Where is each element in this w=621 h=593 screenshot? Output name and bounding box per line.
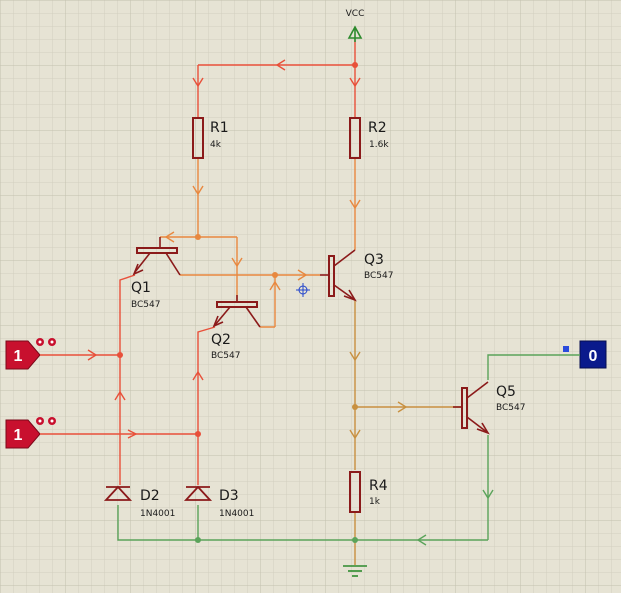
wires [64, 40, 560, 565]
junctions [117, 62, 358, 543]
diode-d3[interactable] [183, 485, 213, 501]
r4-ref: R4 [369, 478, 388, 494]
vcc-label: VCC [346, 9, 365, 19]
input-a-value: 1 [14, 348, 23, 365]
d3-model: 1N4001 [219, 509, 254, 519]
current-arrows [87, 59, 494, 546]
d3-ref: D3 [219, 488, 239, 504]
transistor-q5[interactable] [453, 381, 490, 435]
transistor-q3[interactable] [320, 249, 357, 302]
logic-input-b[interactable]: 1 [5, 417, 64, 449]
resistor-r2[interactable]: R2 1.6k [349, 117, 389, 159]
q1-model: BC547 [131, 300, 160, 310]
crosshair-cursor-icon [296, 283, 310, 297]
transistor-q1[interactable] [132, 237, 181, 276]
r2-ref: R2 [368, 120, 387, 136]
input-b-value: 1 [14, 427, 23, 444]
q1-ref: Q1 [131, 280, 151, 296]
r1-value: 4k [210, 140, 222, 150]
r1-ref: R1 [210, 120, 229, 136]
q5-ref: Q5 [496, 384, 516, 400]
q3-model: BC547 [364, 271, 393, 281]
q2-ref: Q2 [211, 332, 231, 348]
vcc-terminal[interactable]: VCC [346, 9, 365, 42]
ground-icon [343, 565, 367, 577]
resistor-r1[interactable]: R1 4k [192, 117, 229, 159]
d2-model: 1N4001 [140, 509, 175, 519]
logic-input-a[interactable]: 1 [5, 338, 64, 370]
d2-ref: D2 [140, 488, 160, 504]
resistor-r4[interactable]: R4 1k [349, 471, 388, 513]
output-value: 0 [589, 348, 598, 365]
q3-ref: Q3 [364, 252, 384, 268]
q5-model: BC547 [496, 403, 525, 413]
logic-output-probe[interactable]: 0 [560, 340, 607, 369]
r2-value: 1.6k [369, 140, 389, 150]
q2-model: BC547 [211, 351, 240, 361]
diode-d2[interactable] [103, 485, 133, 501]
r4-value: 1k [369, 497, 381, 507]
transistor-q2[interactable] [212, 295, 261, 328]
